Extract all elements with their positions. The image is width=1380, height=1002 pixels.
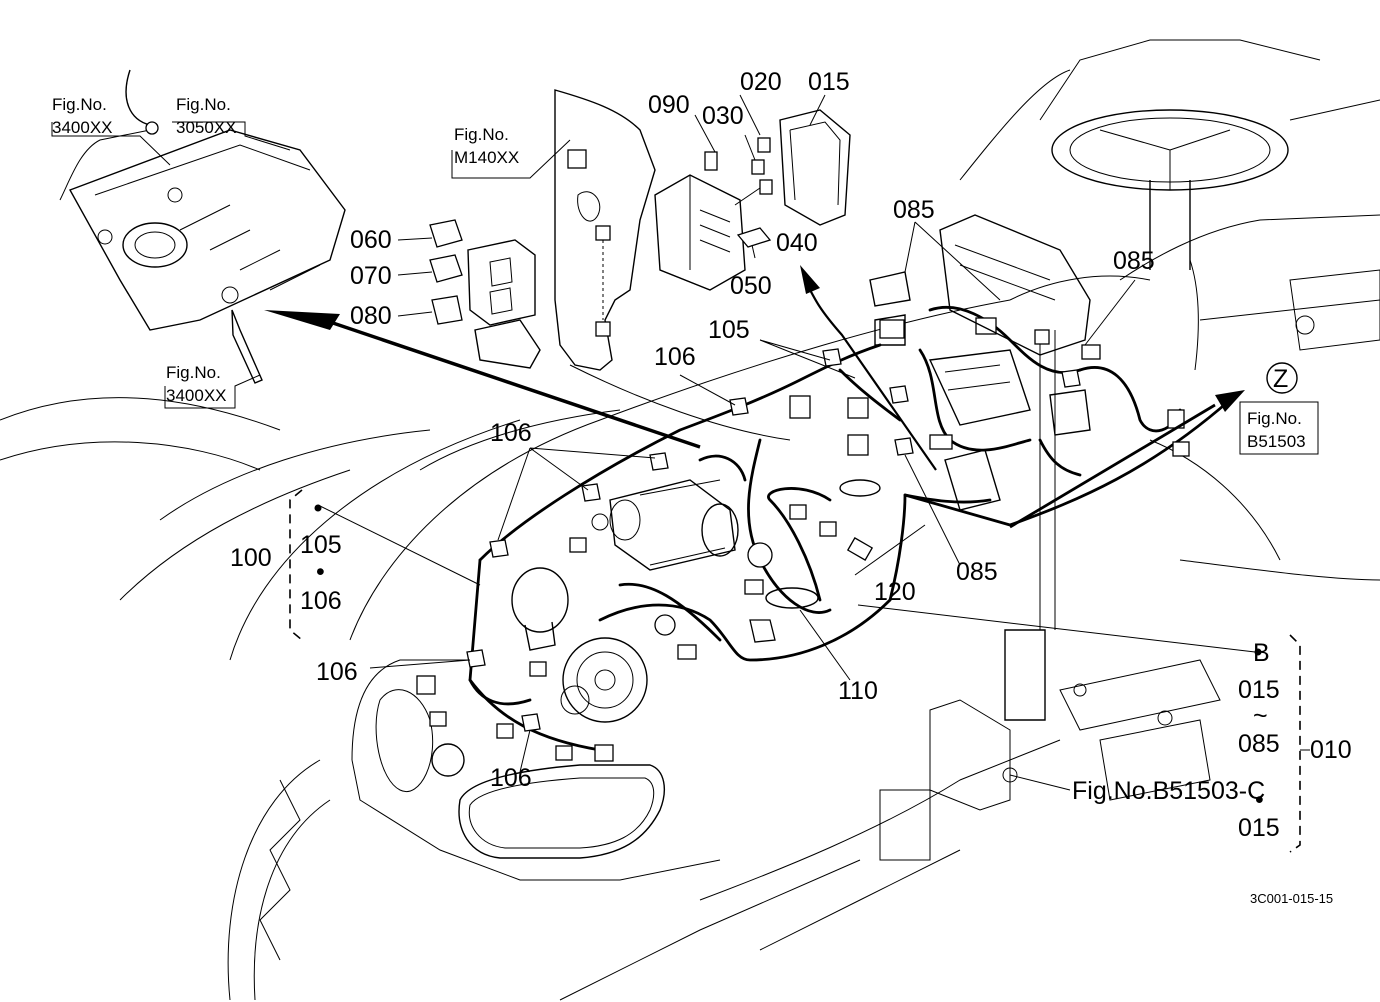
label-group-dot: • [1255, 786, 1264, 814]
label-100: 100 [230, 544, 272, 572]
fig-ref-view-z-line2: B51503 [1247, 432, 1306, 451]
fig-ref-glow-plug-bottom-line2: 3400XX [166, 386, 227, 405]
fig-ref-view-z-line1: Fig.No. [1247, 409, 1302, 428]
fig-ref-view-z-frame [1239, 401, 1319, 455]
label-105-b: 105 [300, 531, 342, 559]
leader-lines [51, 94, 1310, 853]
group-010-callout: B 015 ~ 085 • 015 010 [1238, 639, 1352, 842]
direction-arrows [264, 265, 1245, 529]
label-group-from: 015 [1238, 676, 1280, 704]
label-085-c: 085 [956, 558, 998, 586]
label-010: 010 [1310, 736, 1352, 764]
label-106-d: 106 [316, 658, 358, 686]
label-070: 070 [350, 262, 392, 290]
label-060: 060 [350, 226, 392, 254]
label-110: 110 [838, 677, 878, 705]
label-group-to: 085 [1238, 730, 1280, 758]
view-marker-z: Z [1273, 365, 1288, 393]
fig-ref-cover-line1: Fig.No. [176, 95, 231, 114]
label-b: B [1253, 639, 1270, 667]
fig-ref-cover-line2: 3050XX [176, 118, 237, 137]
fig-ref-frame: Fig.No.B51503-C [1072, 777, 1265, 805]
fig-ref-glow-plug-top-line2: 3400XX [52, 118, 113, 137]
drawing-code: 3C001-015-15 [1250, 891, 1333, 906]
label-085-b: 085 [1113, 247, 1155, 275]
part-number-labels: 020 015 090 030 085 085 060 040 070 050 … [230, 68, 1155, 792]
label-080: 080 [350, 302, 392, 330]
label-050: 050 [730, 272, 772, 300]
fig-ref-bracket-line2: M140XX [454, 148, 519, 167]
label-105-a: 105 [708, 316, 750, 344]
fig-ref-bracket-line1: Fig.No. [454, 125, 509, 144]
figure-references: Fig.No. 3400XX Fig.No. 3050XX Fig.No. M1… [52, 95, 1319, 805]
label-106-e: 106 [490, 764, 532, 792]
tractor-body-outline [0, 39, 1380, 1001]
label-106-b: 106 [490, 419, 532, 447]
label-020: 020 [740, 68, 782, 96]
label-120: 120 [874, 578, 916, 606]
harness-connectors [416, 214, 1190, 762]
label-085-a: 085 [893, 196, 935, 224]
engine-cylinder-head-cover [59, 69, 346, 384]
fig-ref-glow-plug-top-line1: Fig.No. [52, 95, 107, 114]
relay-group [429, 219, 541, 369]
label-106-a: 106 [654, 343, 696, 371]
fuse-box-bracket-assembly [554, 89, 851, 371]
harness-clamps [466, 348, 1081, 732]
view-marker-circle [1266, 362, 1298, 394]
label-040: 040 [776, 229, 818, 257]
engine-electrical-components [511, 479, 881, 723]
fig-ref-glow-plug-bottom-line1: Fig.No. [166, 363, 221, 382]
label-106-c: 106 [300, 587, 342, 615]
label-group-last: 015 [1238, 814, 1280, 842]
label-015-top: 015 [808, 68, 850, 96]
label-090: 090 [648, 91, 690, 119]
label-dot-a: • [316, 558, 325, 586]
label-030: 030 [702, 102, 744, 130]
label-group-tilde: ~ [1253, 702, 1268, 730]
main-wiring-harness [468, 305, 1232, 752]
